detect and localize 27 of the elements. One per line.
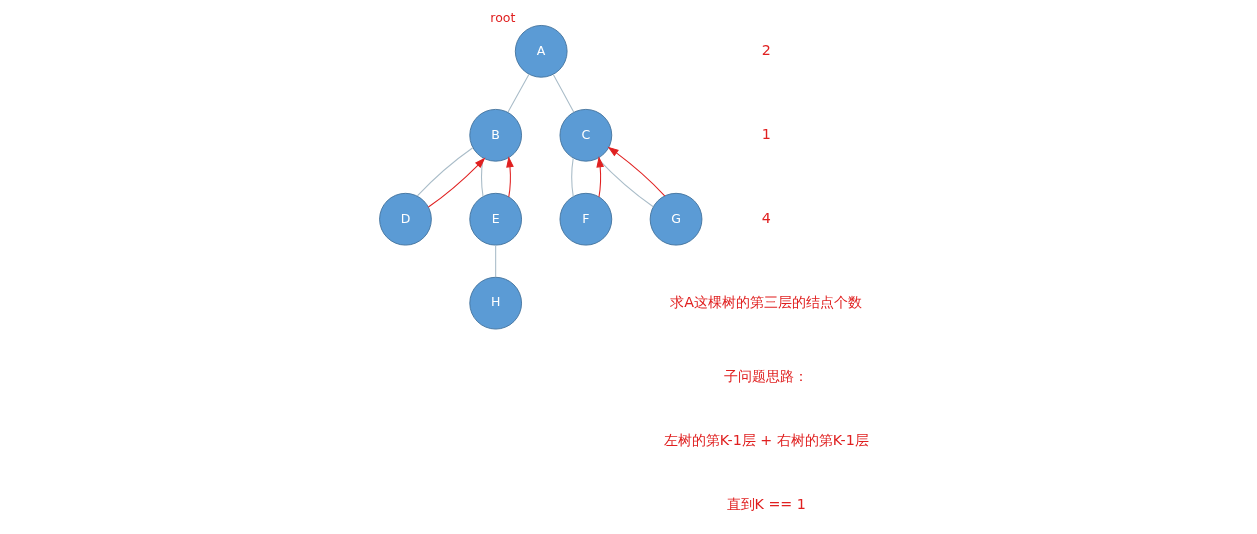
- label: 2: [761, 41, 771, 58]
- label: 子问题思路：: [724, 367, 809, 384]
- arrow: [506, 156, 514, 198]
- node-circle: F: [559, 192, 613, 246]
- node-circle: B: [469, 108, 522, 162]
- arrow: [596, 156, 605, 198]
- node-circle: A: [514, 25, 568, 78]
- node-circle: G: [649, 192, 703, 246]
- connector: [416, 147, 474, 197]
- node-circle: E: [469, 192, 522, 246]
- connector: [507, 73, 530, 113]
- label: 求A这棵树的第三层的结点个数: [670, 293, 863, 310]
- node-circle: D: [379, 192, 432, 246]
- arrow: [607, 146, 666, 197]
- connector: [571, 157, 574, 198]
- connector: [597, 158, 654, 208]
- label: 4: [761, 209, 771, 226]
- connector: [495, 244, 497, 278]
- connector: [552, 74, 575, 113]
- connector: [481, 157, 484, 198]
- arrow: [427, 157, 486, 208]
- label: 1: [761, 125, 771, 142]
- node-label: root: [490, 10, 516, 26]
- node-circle: C: [559, 108, 613, 162]
- label: 直到K == 1: [726, 496, 806, 513]
- label: 左树的第K-1层 + 右树的第K-1层: [663, 431, 869, 448]
- node-circle: H: [469, 276, 522, 330]
